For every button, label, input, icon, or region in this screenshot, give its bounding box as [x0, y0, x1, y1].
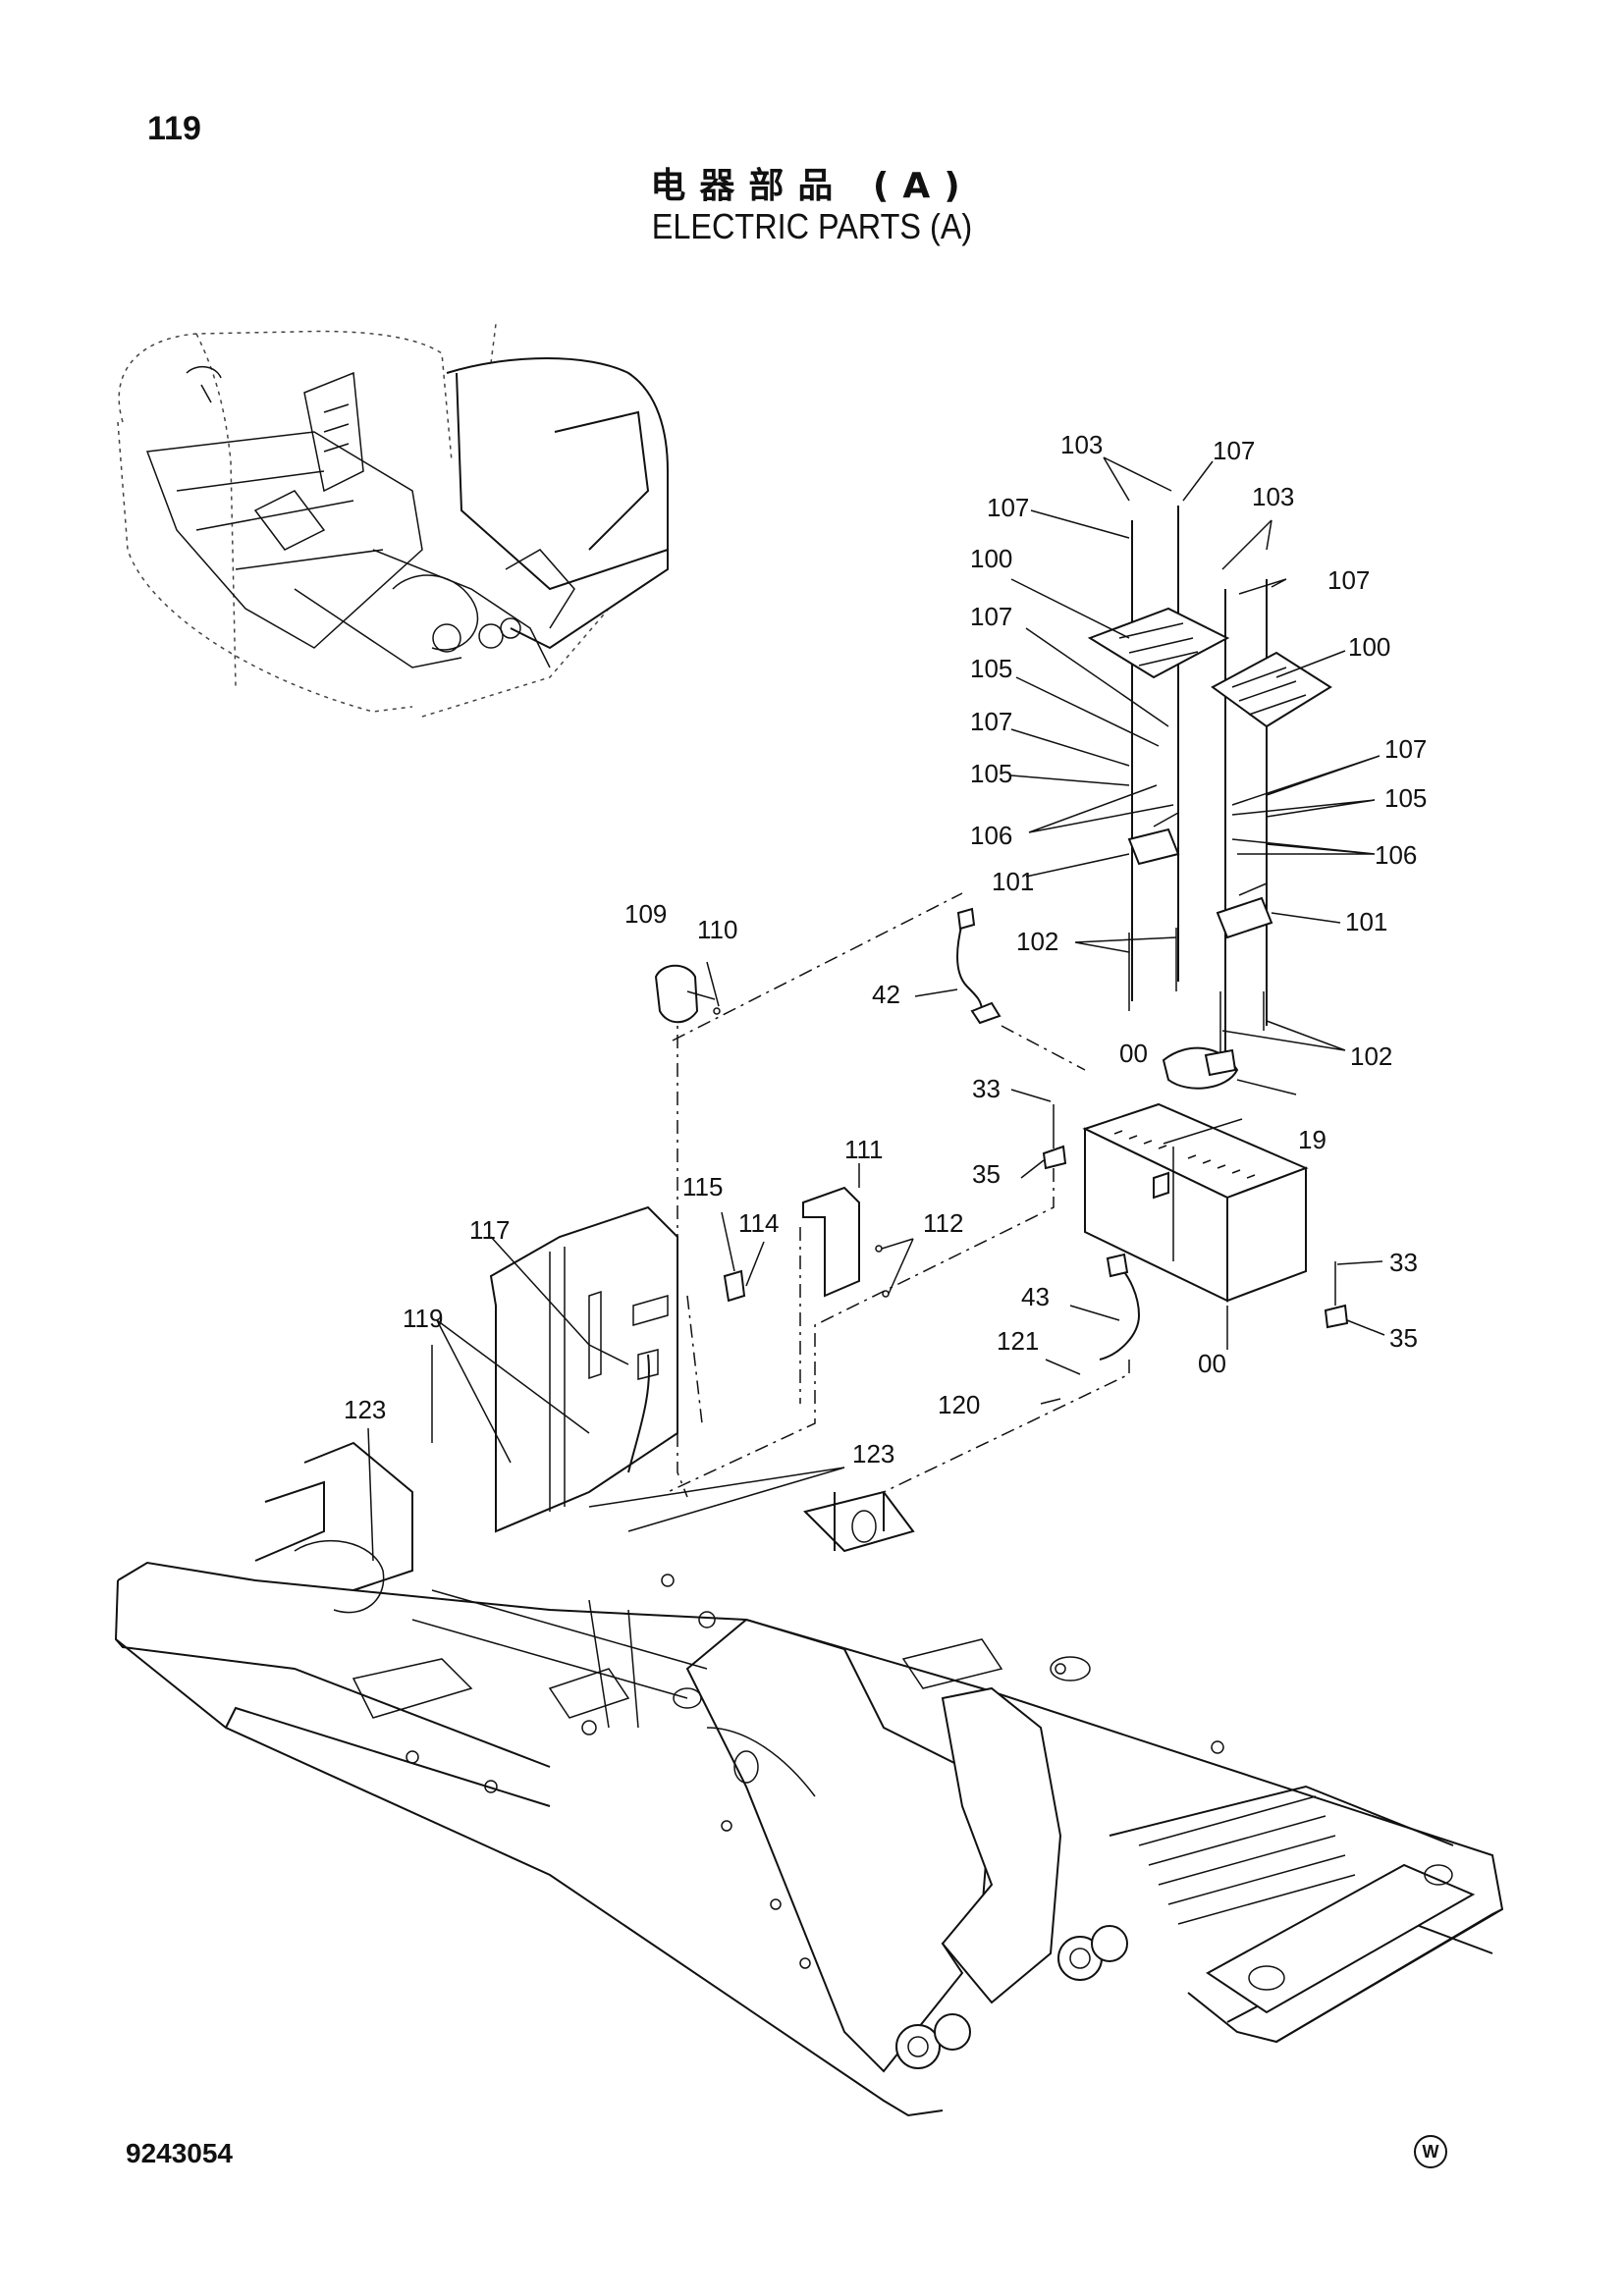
callout-101: 101: [1345, 907, 1387, 936]
callout-102: 102: [1016, 927, 1058, 956]
callout-109: 109: [624, 899, 667, 929]
callout-43: 43: [1021, 1282, 1050, 1311]
callout-100: 100: [970, 544, 1012, 573]
electrical-panel: [367, 1205, 845, 1562]
callout-107: 107: [1327, 565, 1370, 595]
callout-103: 103: [1060, 430, 1103, 459]
circled-w-mark: W: [1414, 2135, 1447, 2168]
callout-123: 123: [852, 1439, 894, 1468]
callout-33: 33: [1389, 1248, 1418, 1277]
callout-42: 42: [872, 980, 900, 1009]
callout-114: 114: [738, 1208, 779, 1238]
callout-105: 105: [970, 654, 1012, 683]
callout-106: 106: [970, 821, 1012, 850]
callout-120: 120: [938, 1390, 980, 1419]
callout-111: 111: [844, 1135, 884, 1164]
page-title-english: ELECTRIC PARTS (A): [651, 206, 973, 246]
callout-35: 35: [1389, 1323, 1418, 1353]
callout-labels: 103 107 107 103 107 100 100 107 105 107 …: [344, 430, 1427, 1468]
upper-frame: [114, 1441, 1504, 2117]
callout-35: 35: [972, 1159, 1001, 1189]
battery-pair: [914, 907, 1385, 1405]
callout-107: 107: [987, 493, 1029, 522]
callout-119: 119: [403, 1304, 443, 1333]
drawing-number: 9243054: [126, 2138, 234, 2168]
callout-112: 112: [923, 1208, 963, 1238]
callout-107: 107: [970, 707, 1012, 736]
callout-117: 117: [469, 1215, 510, 1245]
callout-103: 103: [1252, 482, 1294, 511]
callout-106: 106: [1375, 840, 1417, 870]
callout-115: 115: [682, 1172, 723, 1201]
callout-123: 123: [344, 1395, 386, 1424]
callout-100: 100: [1348, 632, 1390, 662]
small-parts: [654, 961, 914, 1303]
callout-107: 107: [1213, 436, 1255, 465]
machine-overview: [117, 323, 669, 718]
callout-102: 102: [1350, 1041, 1392, 1071]
callout-110: 110: [697, 915, 737, 944]
callout-101: 101: [992, 867, 1034, 896]
callout-121: 121: [997, 1326, 1039, 1356]
page-number: 119: [147, 110, 201, 147]
callout-33: 33: [972, 1074, 1001, 1103]
callout-00: 00: [1198, 1349, 1226, 1378]
callout-107: 107: [1384, 734, 1427, 764]
callout-107: 107: [970, 602, 1012, 631]
callout-00: 00: [1119, 1039, 1148, 1068]
callout-105: 105: [970, 759, 1012, 788]
callout-19: 19: [1298, 1125, 1326, 1154]
callout-105: 105: [1384, 783, 1427, 813]
battery-holddown-assembly: [1010, 456, 1380, 1060]
page-title-chinese: 电器部品 (A): [650, 166, 974, 206]
